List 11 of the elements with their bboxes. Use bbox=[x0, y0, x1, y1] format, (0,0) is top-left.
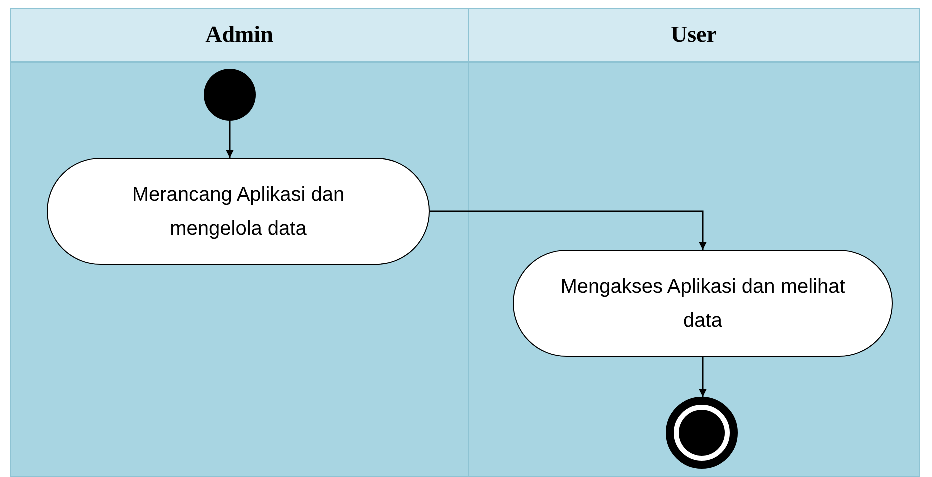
arrow bbox=[226, 121, 234, 158]
arrow bbox=[430, 210, 707, 250]
initial-node bbox=[204, 69, 256, 121]
swimlane bbox=[10, 8, 469, 477]
final-node bbox=[666, 397, 738, 469]
lane-title: User bbox=[671, 22, 717, 48]
swimlane bbox=[468, 8, 920, 477]
activity-label: Mengakses Aplikasi dan melihat data bbox=[560, 274, 846, 334]
lane-title: Admin bbox=[206, 22, 274, 48]
activity-label: Merancang Aplikasi dan mengelola data bbox=[131, 182, 346, 242]
arrow bbox=[699, 357, 707, 397]
